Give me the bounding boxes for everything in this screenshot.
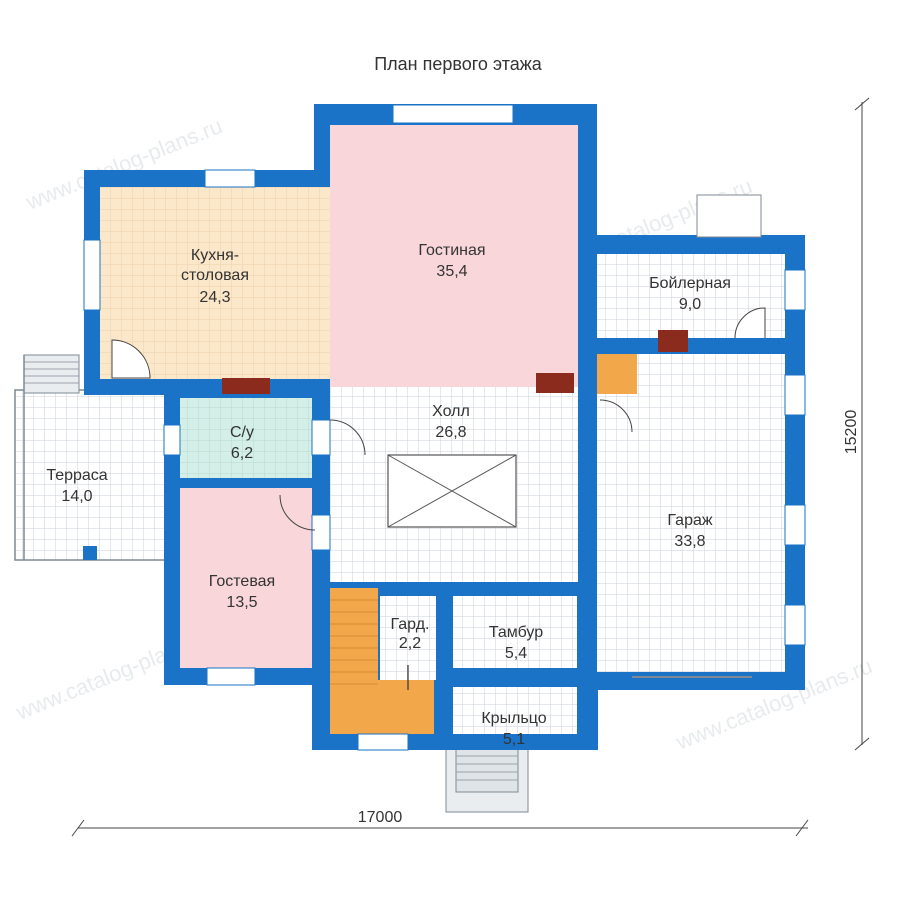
kitchen-label-line2: столовая (181, 267, 249, 284)
bath-area: 6,2 (231, 445, 253, 462)
guest-area: 13,5 (226, 594, 257, 611)
wardrobe-label: Гард. (391, 616, 430, 633)
room-interiors (100, 125, 785, 734)
guest-label: Гостевая (209, 573, 275, 590)
boiler-label: Бойлерная (649, 275, 731, 292)
wardrobe-area: 2,2 (399, 635, 421, 652)
boiler-area: 9,0 (679, 296, 701, 313)
vestibule-label: Тамбур (489, 624, 543, 641)
porch-steps (445, 747, 529, 813)
boiler-entry (696, 194, 762, 238)
room-labels: Кухня- столовая 24,3 Гостиная 35,4 Бойле… (46, 242, 731, 748)
terrace-area-value: 14,0 (61, 488, 92, 505)
kitchen-area: 24,3 (199, 289, 230, 306)
dimension-width (71, 819, 809, 837)
living-area: 35,4 (436, 263, 467, 280)
porch-area: 5,1 (503, 731, 525, 748)
hall-label: Холл (432, 403, 470, 420)
garage-label: Гараж (667, 512, 712, 529)
bath-label: С/у (230, 424, 254, 441)
plan-title: План первого этажа (374, 54, 543, 74)
void-opening (387, 454, 517, 528)
kitchen-label-line1: Кухня- (191, 247, 239, 264)
hall-area: 26,8 (435, 424, 466, 441)
porch-label: Крыльцо (481, 710, 546, 727)
terrace-label: Терраса (46, 467, 107, 484)
vestibule-area: 5,4 (505, 645, 527, 662)
dimension-height (854, 97, 870, 751)
living-label: Гостиная (418, 242, 485, 259)
windows (83, 104, 806, 751)
chimney (222, 330, 688, 394)
height-dimension: 15200 (843, 410, 860, 455)
width-dimension: 17000 (358, 809, 403, 826)
garage-area: 33,8 (674, 533, 705, 550)
